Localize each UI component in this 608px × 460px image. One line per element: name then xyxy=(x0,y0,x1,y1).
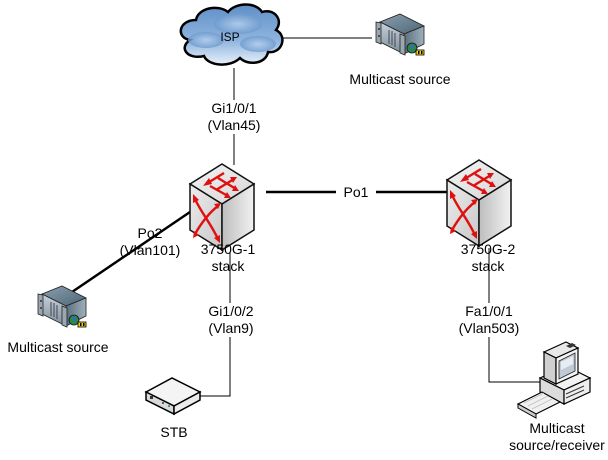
link-sw2-pc-label: Fa1/0/1 (Vlan503) xyxy=(444,303,534,337)
link-po2 xyxy=(71,210,191,294)
workstation-label: Multicast source/receiver xyxy=(502,420,608,454)
port-fa1-0-1: Fa1/0/1 xyxy=(444,303,534,320)
switch-3750g-1-stack: stack xyxy=(211,258,245,274)
stb-set-top-box-icon xyxy=(144,377,202,416)
switch-3750g-2-stack: stack xyxy=(471,258,505,274)
vlan9: (Vlan9) xyxy=(186,320,276,337)
switch-3750g-1-icon xyxy=(188,162,256,252)
vlan101: (Vlan101) xyxy=(119,242,181,258)
switch-3750g-1-name: 3750G-1 xyxy=(200,241,256,257)
link-isp-sw1-label: Gi1/0/1 (Vlan45) xyxy=(184,100,284,134)
switch-3750g-1-label: 3750G-1 stack xyxy=(188,241,268,275)
multicast-source-left-label: Multicast source xyxy=(0,339,118,356)
vlan45: (Vlan45) xyxy=(184,117,284,134)
multicast-source-left-label-text: Multicast source xyxy=(7,339,109,355)
switch-3750g-2-name: 3750G-2 xyxy=(460,241,516,257)
workstation-label-line2: source/receiver xyxy=(509,437,605,453)
port-po1: Po1 xyxy=(336,184,376,201)
port-po2: Po2 xyxy=(137,225,163,241)
multicast-source-left-server-icon xyxy=(37,285,87,328)
switch-3750g-2-icon xyxy=(445,158,513,248)
multicast-source-top-label-text: Multicast source xyxy=(349,71,451,87)
port-gi1-0-1: Gi1/0/1 xyxy=(184,100,284,117)
port-gi1-0-2: Gi1/0/2 xyxy=(186,303,276,320)
link-sw1-stb xyxy=(200,252,231,397)
multicast-source-top-server-icon xyxy=(375,13,425,56)
link-sw2-pc xyxy=(488,248,540,383)
workstation-icon xyxy=(516,341,592,419)
link-sw1-stb-label: Gi1/0/2 (Vlan9) xyxy=(186,303,276,337)
stb-label: STB xyxy=(144,424,204,441)
switch-3750g-2-label: 3750G-2 stack xyxy=(448,241,528,275)
isp-label: ISP xyxy=(220,30,239,44)
stb-label-text: STB xyxy=(160,424,188,440)
multicast-source-top-label: Multicast source xyxy=(335,71,465,88)
isp-cloud-icon xyxy=(179,3,284,66)
workstation-label-line1: Multicast xyxy=(529,420,585,436)
vlan503: (Vlan503) xyxy=(444,320,534,337)
link-po2-label: Po2 (Vlan101) xyxy=(105,225,195,259)
link-po1-label: Po1 xyxy=(336,184,376,201)
